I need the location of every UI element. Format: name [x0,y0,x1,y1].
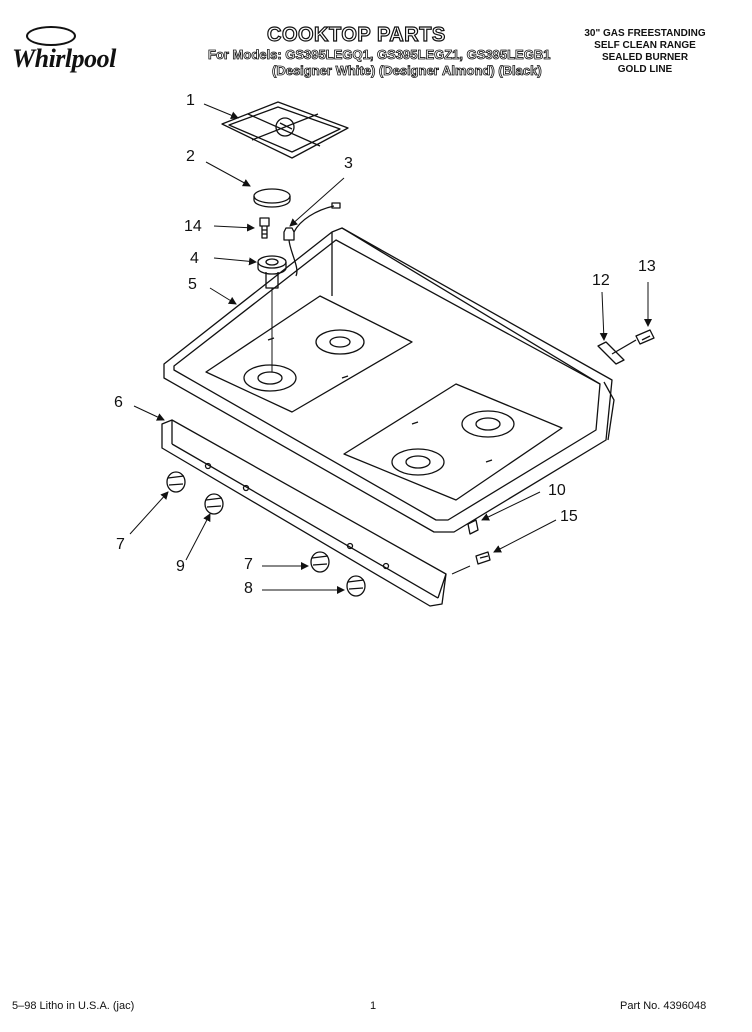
brand-logo: Whirlpool [12,44,116,73]
callout-7b: 7 [244,556,253,573]
burner-right-rear [461,410,515,438]
footer-part-number: Part No. 4396048 [620,1000,707,1012]
knob-8 [346,575,366,597]
burner-left-front [243,364,297,392]
callout-2: 2 [186,148,195,165]
callout-7a: 7 [116,536,125,553]
callout-15: 15 [560,508,578,525]
clip-10 [467,519,479,535]
burner-right-front [391,448,445,476]
callout-6: 6 [114,394,123,411]
callout-13: 13 [638,258,656,275]
callout-9: 9 [176,558,185,575]
callout-12: 12 [592,272,610,289]
burner-left-rear [315,329,365,355]
igniter [283,202,341,277]
knob-7b [310,551,330,573]
callout-14: 14 [184,218,202,235]
callout-3: 3 [344,155,353,172]
footer-litho: 5–98 Litho in U.S.A. (jac) [12,1000,135,1012]
models-line: For Models: GS395LEGQ1, GS395LEGZ1, GS39… [208,47,551,63]
footer-page-number: 1 [370,1000,377,1012]
spec-line-3: SEALED BURNER [601,52,689,63]
leader-lines [129,103,652,594]
spec-line-1: 30" GAS FREESTANDING [584,28,706,39]
knob-9 [204,493,224,515]
brand-badge [26,26,76,46]
side-bracket [597,339,637,365]
callout-10: 10 [548,482,566,499]
cooktop-panel [163,227,615,533]
callout-4: 4 [190,250,199,267]
page-title: COOKTOP PARTS [266,23,446,46]
callout-5: 5 [188,276,197,293]
variants-line: (Designer White) (Designer Almond) (Blac… [272,63,542,79]
manifold-panel [161,419,447,607]
callout-1: 1 [186,92,195,109]
burner-base [257,255,287,372]
callout-8: 8 [244,580,253,597]
knob-7a [166,471,186,493]
screw-13 [635,329,655,345]
spec-line-4: GOLD LINE [617,64,673,75]
burner-grate [221,101,349,159]
burner-cap [253,188,291,208]
screw-15 [475,551,491,565]
screw-14 [259,217,270,239]
spec-line-2: SELF CLEAN RANGE [594,40,696,51]
